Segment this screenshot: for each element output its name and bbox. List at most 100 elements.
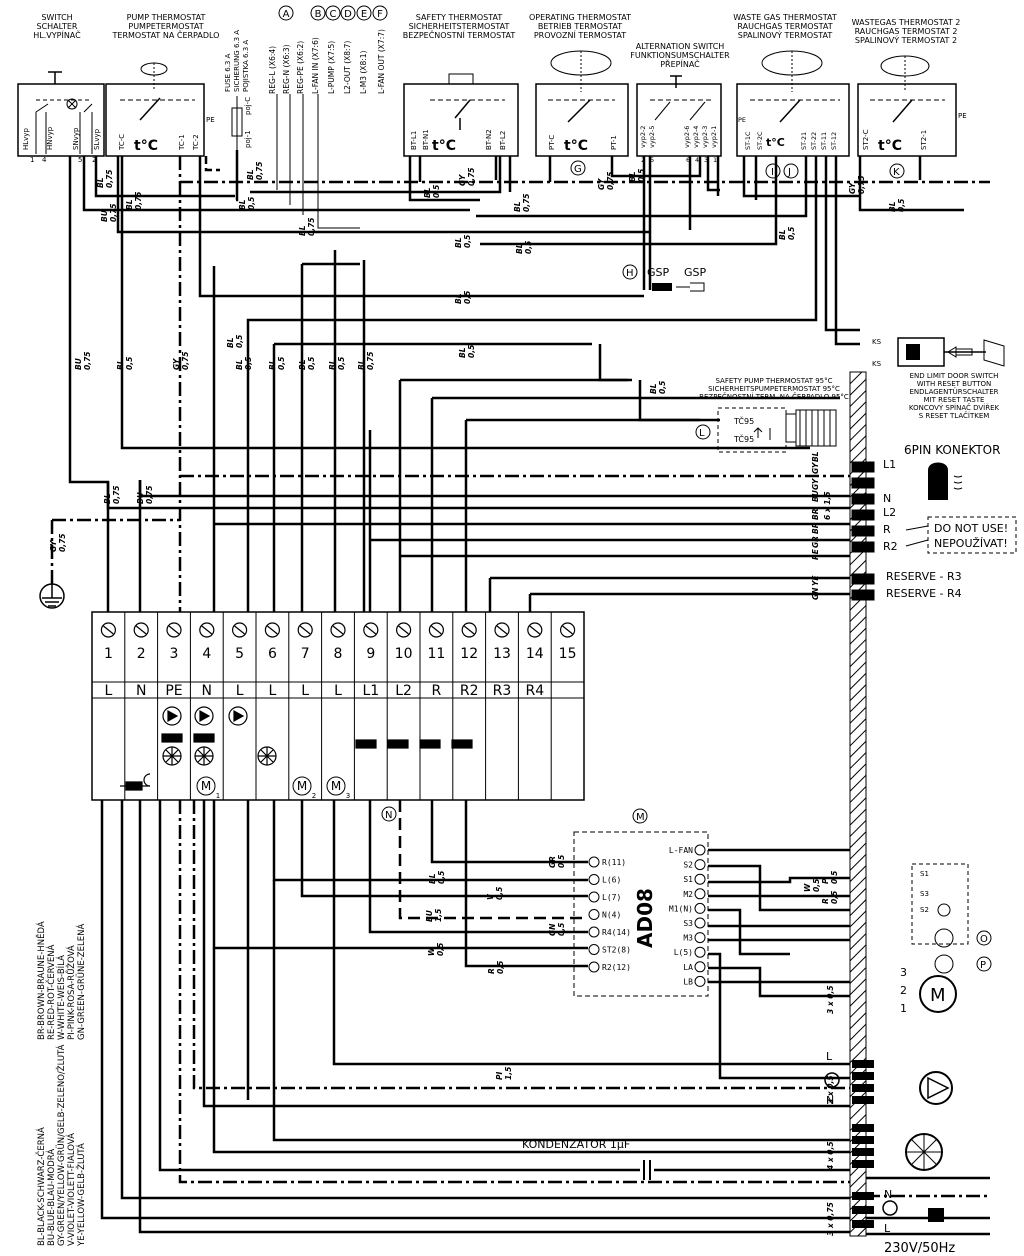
connector-color-tag: BR [811,522,820,534]
svg-text:vyp2-3: vyp2-3 [701,126,709,148]
terminal-number: 3 [170,646,179,662]
terminal-screw [494,622,510,638]
svg-text:0,5: 0,5 [637,169,646,182]
svg-text:PI: PI [495,1072,504,1080]
terminal-screw [527,622,543,638]
svg-text:t°C: t°C [432,138,456,154]
svg-text:3: 3 [346,792,350,800]
svg-text:SAFETY PUMP THERMOSTAT 95°C: SAFETY PUMP THERMOSTAT 95°C [715,377,832,385]
svg-text:L2-OUT (X8:7): L2-OUT (X8:7) [343,41,352,94]
color-legend: BR-BROWN-BRAUNE-HNĚDÁ RE-RED-ROT-ČERVENÁ… [35,921,87,1247]
svg-text:0,5: 0,5 [496,961,505,974]
svg-text:BL: BL [454,237,463,248]
svg-text:0,5: 0,5 [277,357,286,370]
svg-text:FUSE 6.3 A: FUSE 6.3 A [224,53,232,92]
svg-text:RESERVE - R4: RESERVE - R4 [886,587,962,600]
svg-text:V-VIOLET-VIOLETT-FIALOVÁ: V-VIOLET-VIOLETT-FIALOVÁ [65,1133,77,1246]
svg-text:0,75: 0,75 [58,533,67,552]
svg-text:FUNKTIONSUMSCHALTER: FUNKTIONSUMSCHALTER [630,51,730,60]
svg-text:BT-L2: BT-L2 [499,131,507,150]
svg-text:1: 1 [713,156,717,164]
svg-text:REG-L (X6:4): REG-L (X6:4) [268,46,277,94]
svg-text:0,75: 0,75 [83,351,92,370]
ad08-right-pin-label: L-FAN [669,846,693,855]
svg-text:ST-11: ST-11 [820,132,828,150]
terminal-number: 4 [202,646,211,662]
svg-text:J: J [787,167,791,178]
svg-text:vyp2-5: vyp2-5 [648,126,656,148]
svg-text:L: L [826,1050,833,1063]
svg-text:SPALINOVÝ TERMOSTAT 2: SPALINOVÝ TERMOSTAT 2 [855,34,957,45]
svg-text:t°C: t°C [564,138,588,154]
svg-text:poj-1: poj-1 [244,130,252,148]
svg-text:M: M [930,985,946,1006]
cable-size-tag: 4 x 0,5 [826,1141,835,1170]
svg-text:0,75: 0,75 [307,217,316,236]
svg-text:PROVOZNÍ TERMOSTAT: PROVOZNÍ TERMOSTAT [534,29,626,40]
svg-text:HLvyp: HLvyp [22,128,30,150]
terminal-screw [199,622,215,638]
svg-text:0,5: 0,5 [557,923,566,936]
bottom-pin-letters: L N N L [826,1050,892,1235]
svg-text:BL: BL [423,187,432,198]
svg-text:ST-21: ST-21 [800,132,808,150]
connector-color-tag: RE [811,548,820,560]
ad08-left-pin-label: R4(14) [602,928,631,937]
svg-text:MIT RESET TASTE: MIT RESET TASTE [924,396,985,404]
svg-text:BL: BL [458,347,467,358]
terminal-screw [264,622,280,638]
svg-text:SICHERUNG 6.3 A: SICHERUNG 6.3 A [233,30,241,92]
svg-text:BT-N1: BT-N1 [422,129,430,150]
ad08-left-pin-label: R2(12) [602,963,631,972]
svg-text:BL: BL [515,243,524,254]
svg-text:ST-1C: ST-1C [744,131,752,150]
terminal-label: R [432,683,442,699]
switch-title-de: SCHALTER [36,22,77,31]
main-switch: HLvyp HNvyp SNvyp SLvyp 1 4 5 2 [17,71,105,164]
ad08-right-pin-label: M2 [683,890,693,899]
svg-text:BL: BL [778,229,787,240]
motor-block: S1 S3 S2 O P M 3 2 1 [900,863,992,1015]
waste-gas-header: WASTE GAS THERMOSTAT RAUCHGAS TERMOSTAT … [733,13,837,40]
svg-text:F: F [377,9,383,20]
svg-text:KS: KS [872,338,882,346]
connector-cable: 6 x 1,5 [823,491,832,520]
terminal-number: 15 [559,646,577,662]
terminal-number: 10 [395,646,413,662]
svg-text:GY: GY [458,173,467,186]
svg-text:L1: L1 [883,458,896,471]
svg-text:5: 5 [78,156,82,164]
svg-text:PE: PE [738,116,746,124]
svg-text:6PIN KONEKTOR: 6PIN KONEKTOR [904,443,1000,457]
svg-text:R: R [487,968,496,974]
svg-text:A: A [283,9,290,20]
svg-text:0,5: 0,5 [787,227,796,240]
ad08-right-pin-label: LA [683,963,693,972]
svg-text:SPALINOVÝ TERMOSTAT: SPALINOVÝ TERMOSTAT [738,29,833,40]
safety-pump-thermostat: SAFETY PUMP THERMOSTAT 95°C SICHERHEITSP… [695,377,849,453]
ad08-left-pin [588,961,600,973]
cable-size-tag: 3 x 0,5 [826,985,835,1014]
svg-text:HNvyp: HNvyp [46,126,54,150]
connector-plugs [851,461,875,601]
terminal-label: R3 [493,683,512,699]
svg-text:0,75: 0,75 [134,191,143,210]
svg-text:BU: BU [100,210,109,222]
svg-text:GN-GREEN-GRÜNE-ZELENÁ: GN-GREEN-GRÜNE-ZELENÁ [75,924,87,1040]
svg-text:0,5: 0,5 [830,871,839,884]
svg-text:3: 3 [704,156,708,164]
svg-text:0,75: 0,75 [145,485,154,504]
switch-title: SWITCH [41,13,72,22]
